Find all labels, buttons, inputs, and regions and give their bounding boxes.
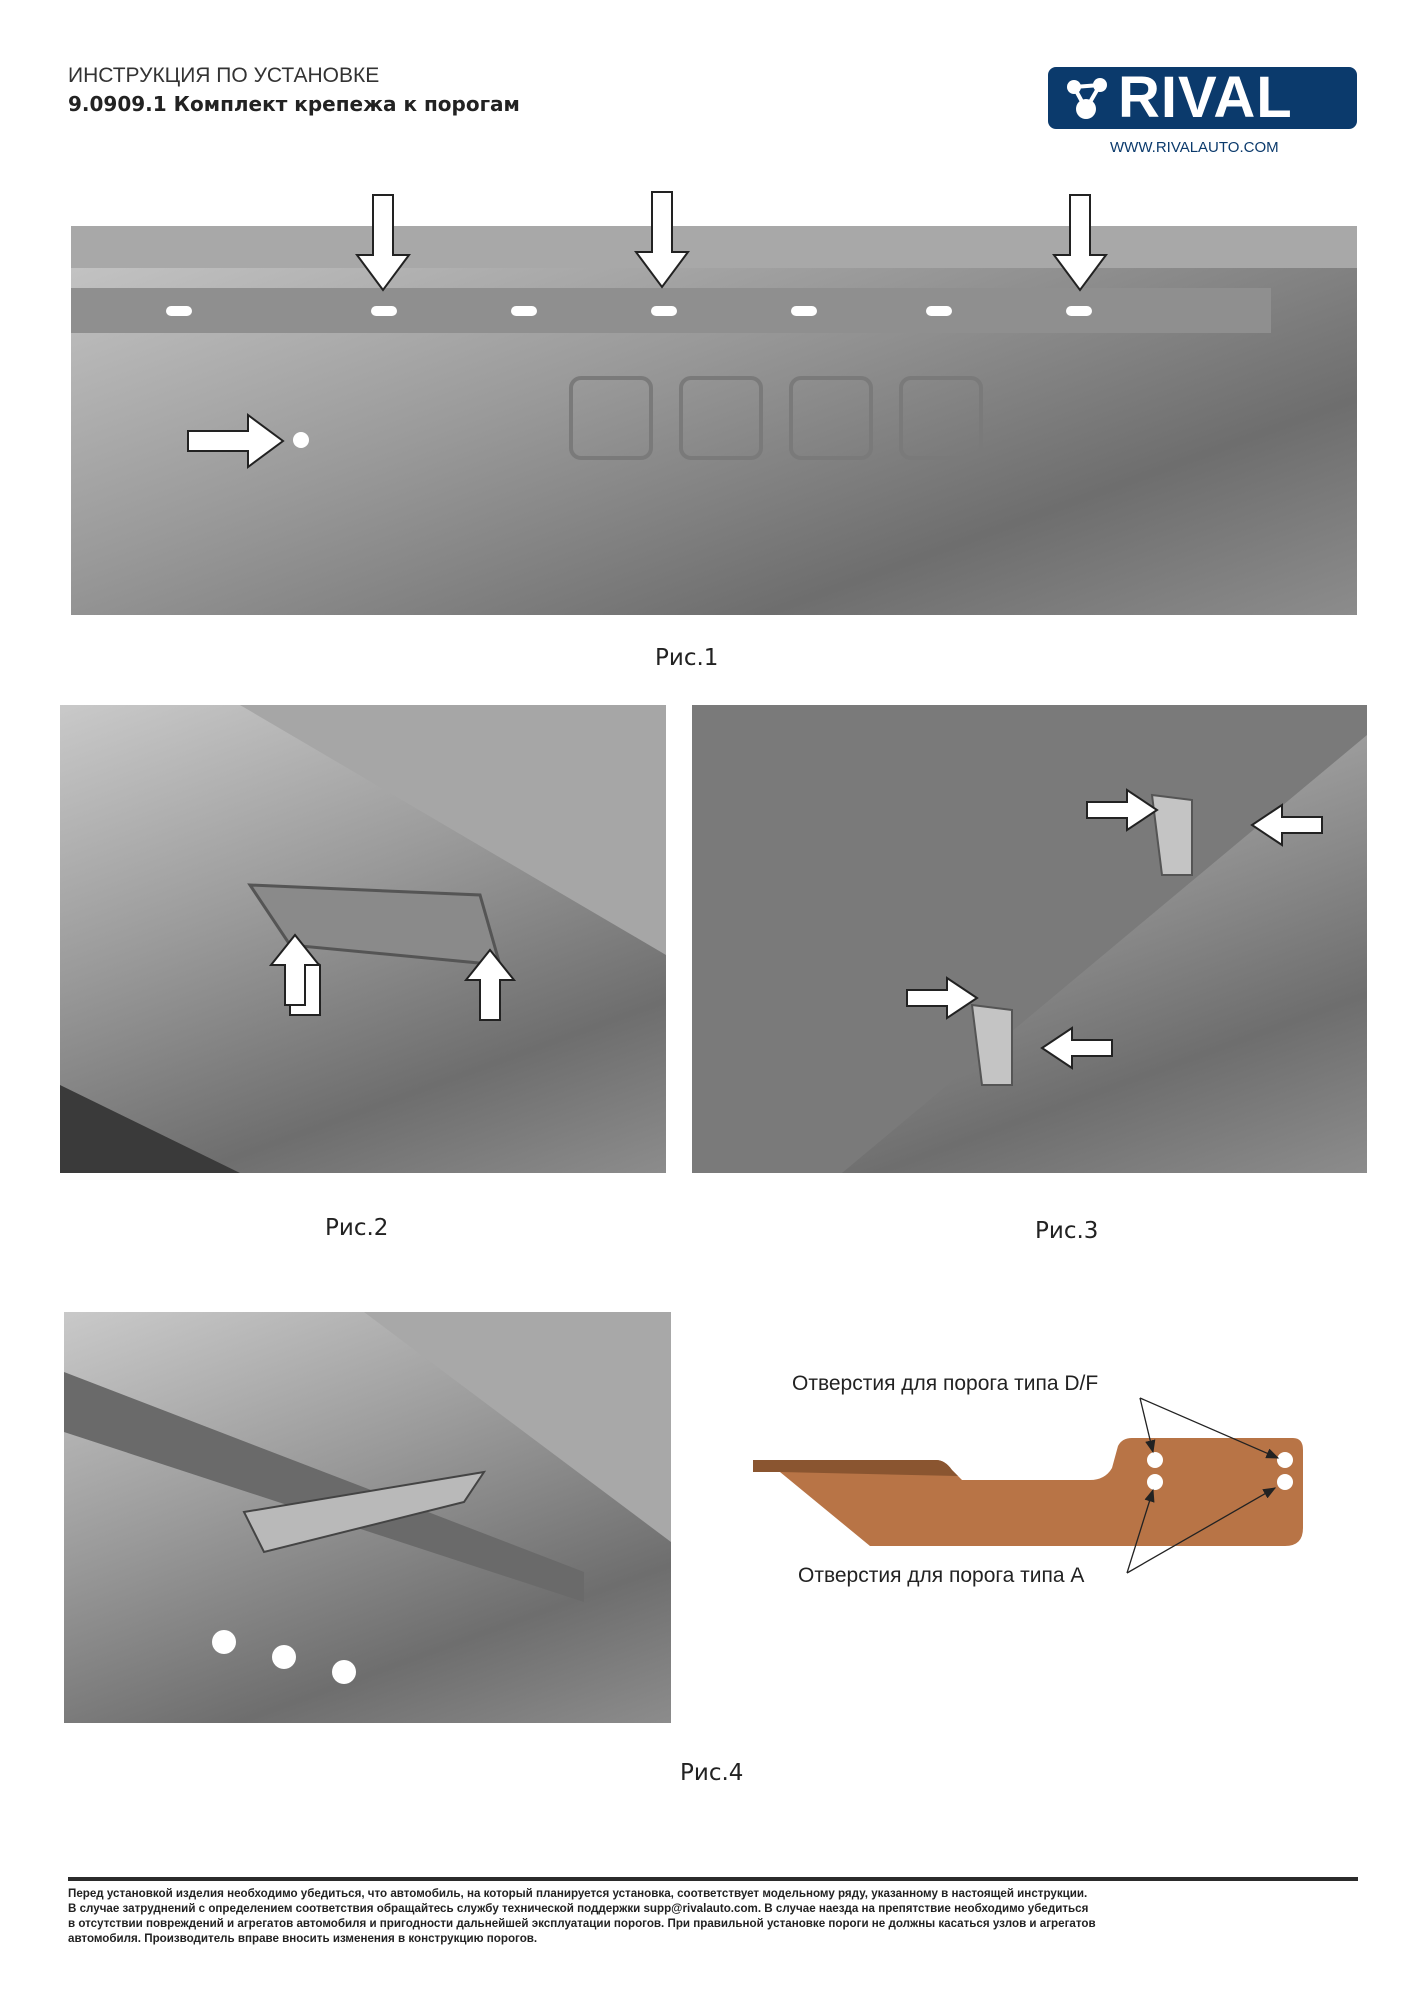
figure-1-arrows (187, 191, 1108, 469)
figure-3-caption: Рис.3 (1035, 1218, 1099, 1244)
doc-subtitle: ИНСТРУКЦИЯ ПО УСТАНОВКЕ (68, 64, 380, 87)
figure-4-caption: Рис.4 (680, 1760, 744, 1786)
arrow-up-icon (268, 933, 322, 1006)
label-df-holes: Отверстия для порога типа D/F (792, 1372, 1099, 1395)
bracket-drawing (753, 1397, 1303, 1574)
arrow-right-icon (187, 413, 285, 469)
footer-divider (68, 1877, 1358, 1881)
figure-4-photo (64, 1312, 671, 1723)
arrow-right-icon (1086, 788, 1159, 832)
arrow-down-icon (634, 191, 690, 289)
arrow-down-icon (355, 194, 411, 292)
footer-line: Перед установкой изделия необходимо убед… (68, 1887, 1088, 1900)
footer-line: в отсутствии повреждений и агрегатов авт… (68, 1917, 1096, 1930)
figure-2-photo (60, 705, 666, 1173)
arrow-right-icon (906, 976, 979, 1020)
arrow-down-icon (1052, 194, 1108, 292)
figure-1-caption: Рис.1 (655, 645, 719, 671)
bracket-diagram: Отверстия для порога типа D/F Отверстия … (740, 1360, 1340, 1600)
footer-disclaimer: Перед установкой изделия необходимо убед… (68, 1886, 1358, 1946)
arrow-left-icon (1040, 1026, 1113, 1070)
arrow-up-icon (463, 948, 517, 1021)
label-a-holes: Отверстия для порога типа А (798, 1564, 1085, 1587)
rival-logo: RIVAL (1048, 67, 1357, 129)
arrow-left-icon (1250, 803, 1323, 847)
footer-line: автомобиля. Производитель вправе вносить… (68, 1932, 538, 1945)
doc-title: 9.0909.1 Комплект крепежа к порогам (68, 92, 520, 116)
logo-emblem-icon (1067, 78, 1107, 119)
figure-2-caption: Рис.2 (325, 1215, 389, 1241)
website-url[interactable]: WWW.RIVALAUTO.COM (1110, 139, 1279, 156)
logo-text: RIVAL (1118, 65, 1293, 130)
figure-3-photo (692, 705, 1367, 1173)
footer-line: В случае затруднений с определением соот… (68, 1902, 1089, 1915)
figure-1-photo (71, 218, 1357, 615)
